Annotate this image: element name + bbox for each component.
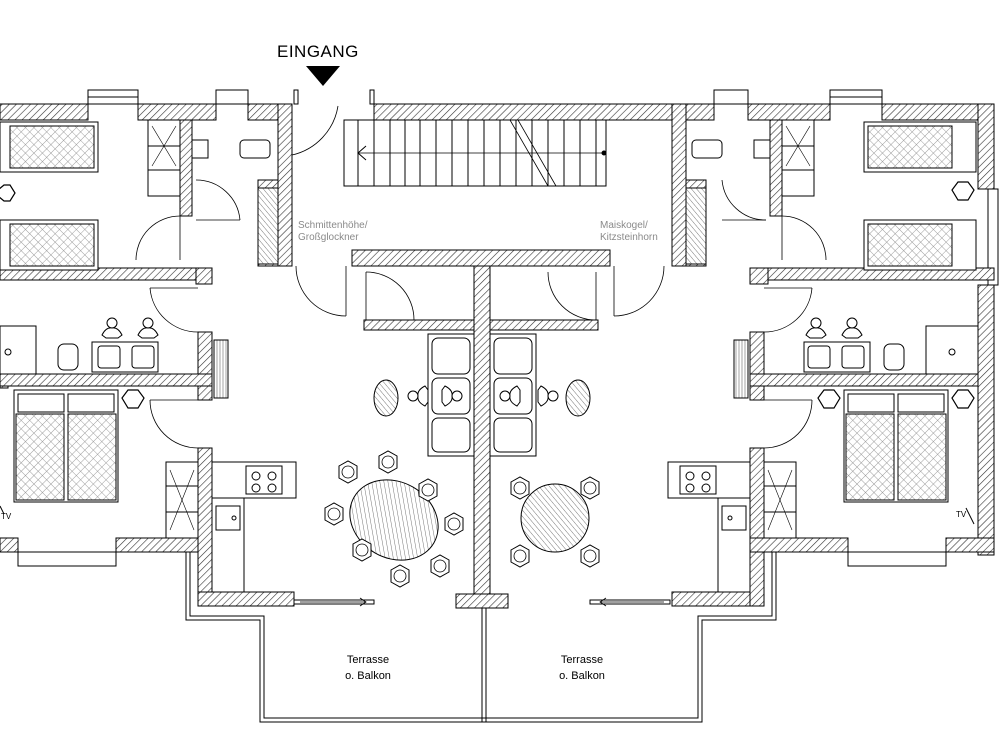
unit-left-line1: Schmittenhöhe/ bbox=[298, 220, 368, 231]
right-beds bbox=[843, 121, 977, 503]
unit-left-line2: Großglockner bbox=[298, 232, 359, 243]
unit-right-line2: Kitzsteinhorn bbox=[600, 232, 658, 243]
left-stools bbox=[0, 184, 145, 409]
terrace-left-line2: o. Balkon bbox=[345, 670, 391, 682]
right-wardrobes bbox=[763, 119, 815, 539]
left-bath-persons bbox=[101, 317, 159, 339]
terrace-right-line1: Terrasse bbox=[560, 654, 604, 666]
tv-label-right: TV bbox=[956, 510, 967, 519]
entrance-arrow bbox=[306, 66, 340, 86]
exterior-walls bbox=[0, 103, 995, 609]
windows bbox=[17, 89, 999, 605]
door-swings bbox=[135, 105, 827, 449]
unit-right-label: Maiskogel/ Kitzsteinhorn bbox=[600, 220, 658, 244]
right-bathroom bbox=[685, 139, 979, 399]
terrace-left-line1: Terrasse bbox=[346, 654, 390, 666]
unit-right-line1: Maiskogel/ bbox=[600, 220, 648, 231]
right-stools bbox=[817, 181, 975, 409]
dining-table-round bbox=[520, 483, 590, 553]
right-bath-persons bbox=[805, 317, 863, 339]
terrace-left-label: Terrasse o. Balkon bbox=[318, 652, 418, 684]
right-kitchen bbox=[667, 461, 751, 593]
tv-label-left: TV bbox=[1, 512, 12, 521]
staircase bbox=[343, 119, 607, 187]
sliding-door-arrows bbox=[300, 597, 664, 607]
dining-table-oval bbox=[349, 479, 439, 561]
terrace-right-line2: o. Balkon bbox=[559, 670, 605, 682]
sofas bbox=[427, 333, 537, 457]
entrance-label: EINGANG bbox=[277, 42, 359, 61]
unit-left-label: Schmittenhöhe/ Großglockner bbox=[298, 220, 368, 244]
left-beds bbox=[0, 121, 119, 503]
terrace bbox=[185, 552, 777, 723]
side-tables bbox=[373, 379, 591, 417]
terrace-right-label: Terrasse o. Balkon bbox=[532, 652, 632, 684]
left-bathroom bbox=[0, 139, 279, 399]
left-wardrobes bbox=[147, 119, 199, 539]
tv-marks bbox=[0, 505, 975, 525]
interior-walls bbox=[0, 103, 995, 595]
left-kitchen bbox=[211, 461, 297, 593]
